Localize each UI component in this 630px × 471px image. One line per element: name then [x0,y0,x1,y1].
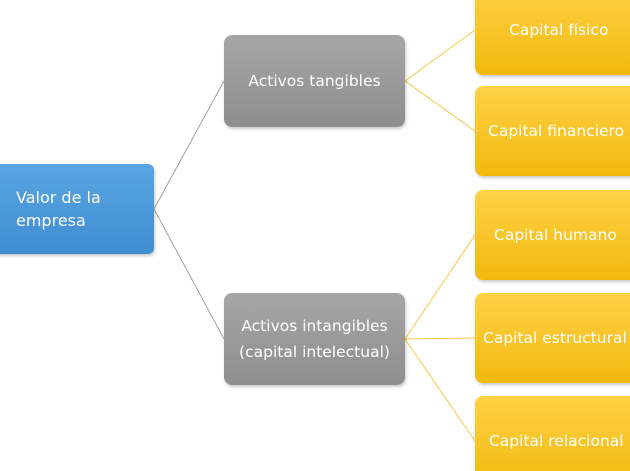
connector-root-tangibles [153,80,225,210]
leaf-node-capital-fisico-label: Capital físico [509,20,609,39]
connector-tangibles-financiero [404,80,476,132]
connector-root-intangibles [153,208,225,340]
leaf-node-capital-relacional-label: Capital relacional [489,431,624,450]
connector-intangibles-estructural [404,337,476,340]
branch-node-tangibles: Activos tangibles [224,35,405,127]
connector-intangibles-relacional [404,338,476,442]
leaf-node-capital-humano: Capital humano [475,190,630,280]
connector-tangibles-fisico [404,29,476,82]
leaf-node-capital-financiero: Capital financiero [475,86,630,176]
branch-node-intangibles: Activos intangibles (capital intelectual… [224,293,405,385]
leaf-node-capital-fisico: Capital físico [475,0,630,75]
leaf-node-capital-financiero-label: Capital financiero [488,121,625,140]
branch-node-intangibles-label: Activos intangibles (capital intelectual… [239,316,390,361]
leaf-node-capital-relacional: Capital relacional [475,396,630,471]
root-node: Valor de la empresa [0,164,154,254]
leaf-node-capital-humano-label: Capital humano [494,225,617,244]
leaf-node-capital-estructural-label: Capital estructural [483,328,627,347]
root-node-label: Valor de la empresa [16,187,101,230]
connector-intangibles-humano [404,234,476,340]
leaf-node-capital-estructural: Capital estructural [475,293,630,383]
branch-node-tangibles-label: Activos tangibles [248,71,381,90]
